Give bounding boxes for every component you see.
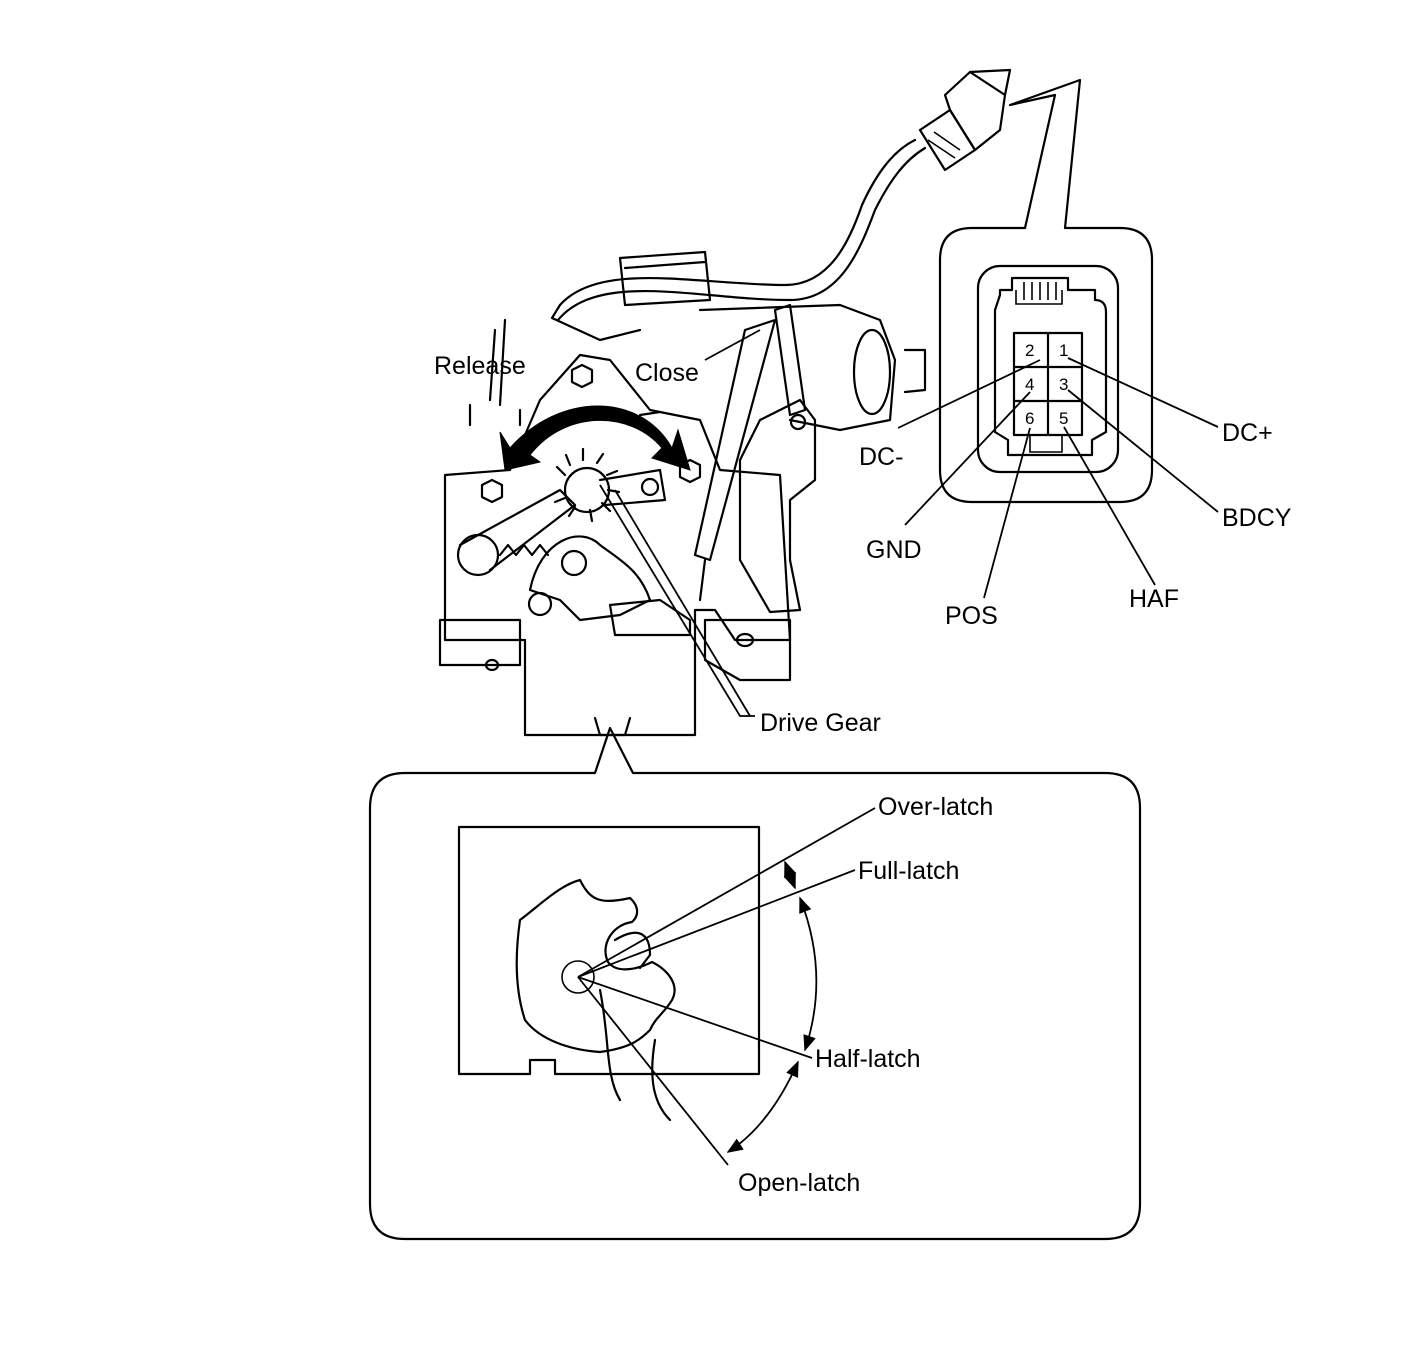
latch-claw [515,878,676,1054]
gnd-label: GND [866,536,922,564]
motor-housing [698,303,897,432]
latch-callout-pointer [368,726,1142,1241]
pivot-circle [561,960,595,994]
over-full-arc [783,860,797,890]
latch-plate [443,353,792,737]
drive-gear-label: Drive Gear [760,709,881,737]
open-latch-line [577,976,729,1166]
pin-3-leader [1067,389,1219,513]
full-half-arc [799,896,818,1052]
harness-connector-plug [918,68,1012,172]
pin-4-leader [904,391,1031,526]
dc-plus-label: DC+ [1222,419,1273,447]
latch-plate-detail [457,825,761,1076]
latch-assembly [438,68,1012,737]
pin-2-number: 2 [1025,341,1034,360]
full-latch-line [577,869,856,978]
bdcy-label: BDCY [1222,504,1292,532]
pin-6-leader [983,427,1031,599]
mounting-bracket [738,398,817,614]
pin-3-number: 3 [1059,375,1068,394]
over-latch-line [577,807,876,978]
release-close-arrow [499,405,691,471]
close-label: Close [635,359,699,387]
connector-callout-pointer [938,78,1154,504]
pin-5-leader [1063,426,1156,586]
latch-ratchet [528,535,652,622]
top-connector [618,250,712,307]
actuator-rod [693,303,807,562]
bolt [570,363,594,389]
latch-position-callout [368,726,1142,1241]
full-latch-label: Full-latch [858,857,959,885]
drive-gear [553,447,621,523]
dc-minus-label: DC- [859,443,903,471]
pin-1-number: 1 [1059,341,1068,360]
over-latch-label: Over-latch [878,793,993,821]
half-latch-label: Half-latch [815,1045,921,1073]
pin-4-number: 4 [1025,375,1034,394]
half-open-arc [726,1060,799,1153]
haf-label: HAF [1129,585,1179,613]
half-latch-line [577,976,813,1059]
pawl-lever [458,488,577,572]
pin-2-leader [897,359,1041,429]
release-label: Release [434,352,526,380]
wire-harness [556,138,927,322]
pin-1-leader [1067,357,1219,428]
pos-label: POS [945,602,998,630]
open-latch-label: Open-latch [738,1169,860,1197]
pin-5-number: 5 [1059,409,1068,428]
pin-6-number: 6 [1025,409,1034,428]
